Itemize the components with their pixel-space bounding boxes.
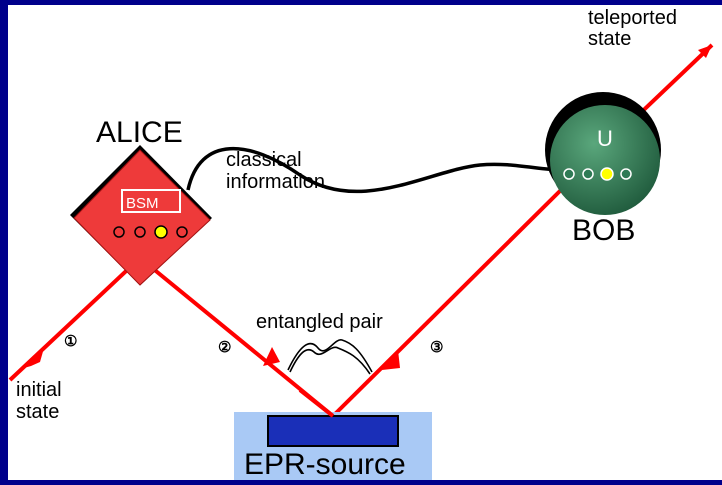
alice-indicators — [113, 225, 188, 239]
bob-led-3 — [600, 167, 614, 181]
epr-source-label: EPR-source — [244, 448, 406, 481]
bob-sphere — [550, 105, 660, 215]
unitary-label: U — [597, 126, 613, 151]
beam-arrowheads — [24, 45, 712, 370]
bsm-label: BSM — [126, 195, 159, 212]
classical-label-line2: information — [226, 171, 325, 193]
epr-source-block — [267, 415, 399, 447]
alice-led-1 — [113, 226, 125, 238]
arrowhead-beam3 — [382, 350, 400, 370]
bob-led-1 — [563, 168, 575, 180]
bob-indicators — [563, 167, 632, 181]
marker-2: ② — [218, 339, 231, 356]
beam-initial — [8, 256, 142, 382]
alice-led-4 — [176, 226, 188, 238]
arrowhead-initial — [24, 348, 44, 368]
alice-label: ALICE — [96, 116, 183, 149]
bob-led-4 — [620, 168, 632, 180]
epr-source-device — [234, 388, 432, 480]
marker-3: ③ — [430, 339, 443, 356]
epr-beam-origin-left — [298, 388, 335, 418]
bob-label: BOB — [572, 214, 635, 247]
entangled-pair-label: entangled pair — [256, 311, 383, 333]
initial-state-label-line2: state — [16, 401, 59, 423]
classical-label-line1: classical — [226, 149, 302, 171]
beam-3 — [331, 183, 568, 418]
classical-channel-curve — [186, 146, 563, 194]
teleported-state-label-line1: teleported — [588, 7, 677, 29]
bob-led-2 — [582, 168, 594, 180]
arrowhead-beam2 — [263, 347, 280, 366]
teleported-state-label-line2: state — [588, 28, 631, 50]
alice-device — [70, 145, 212, 286]
marker-1: ① — [64, 333, 77, 350]
alice-led-2 — [134, 226, 146, 238]
bsm-box — [121, 189, 181, 213]
alice-diamond — [73, 149, 211, 286]
entangled-pair-waves — [287, 339, 373, 375]
alice-led-3 — [154, 225, 168, 239]
initial-state-label-line1: initial — [16, 379, 62, 401]
bob-device — [545, 92, 661, 215]
arrowhead-teleported — [698, 45, 712, 58]
